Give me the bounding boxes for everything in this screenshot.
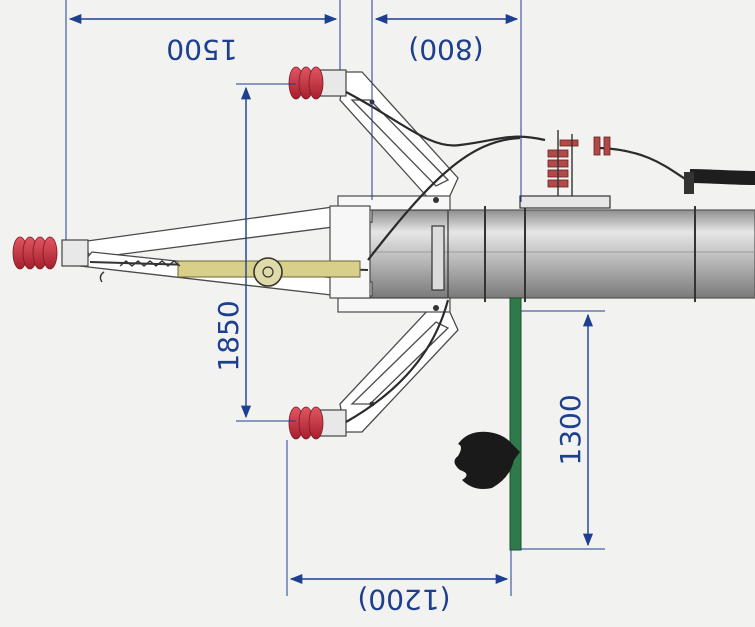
dimension-label-bottom: (1200)	[357, 583, 450, 616]
dimension-1500: 1500	[65, 0, 341, 240]
dimension-1200: (1200)	[286, 440, 512, 616]
cables	[345, 91, 755, 423]
insulator-top	[288, 66, 347, 100]
insulator-bottom	[288, 406, 347, 440]
dimension-800: (800)	[371, 0, 522, 202]
surge-arrester	[519, 130, 611, 209]
insulator-left	[12, 236, 89, 270]
dimension-1300: 1300	[521, 310, 605, 550]
dimension-label-left-vertical: 1850	[212, 300, 245, 371]
dimension-label-top-right: (800)	[408, 33, 483, 66]
cross-arm-frame	[78, 71, 459, 433]
dimension-label-right-vertical: 1300	[554, 394, 587, 465]
dimension-label-top-left: 1500	[166, 33, 237, 66]
tension-rod	[89, 225, 445, 291]
pole	[454, 297, 522, 551]
dimension-1850: 1850	[212, 83, 296, 422]
main-pipe	[367, 206, 755, 302]
